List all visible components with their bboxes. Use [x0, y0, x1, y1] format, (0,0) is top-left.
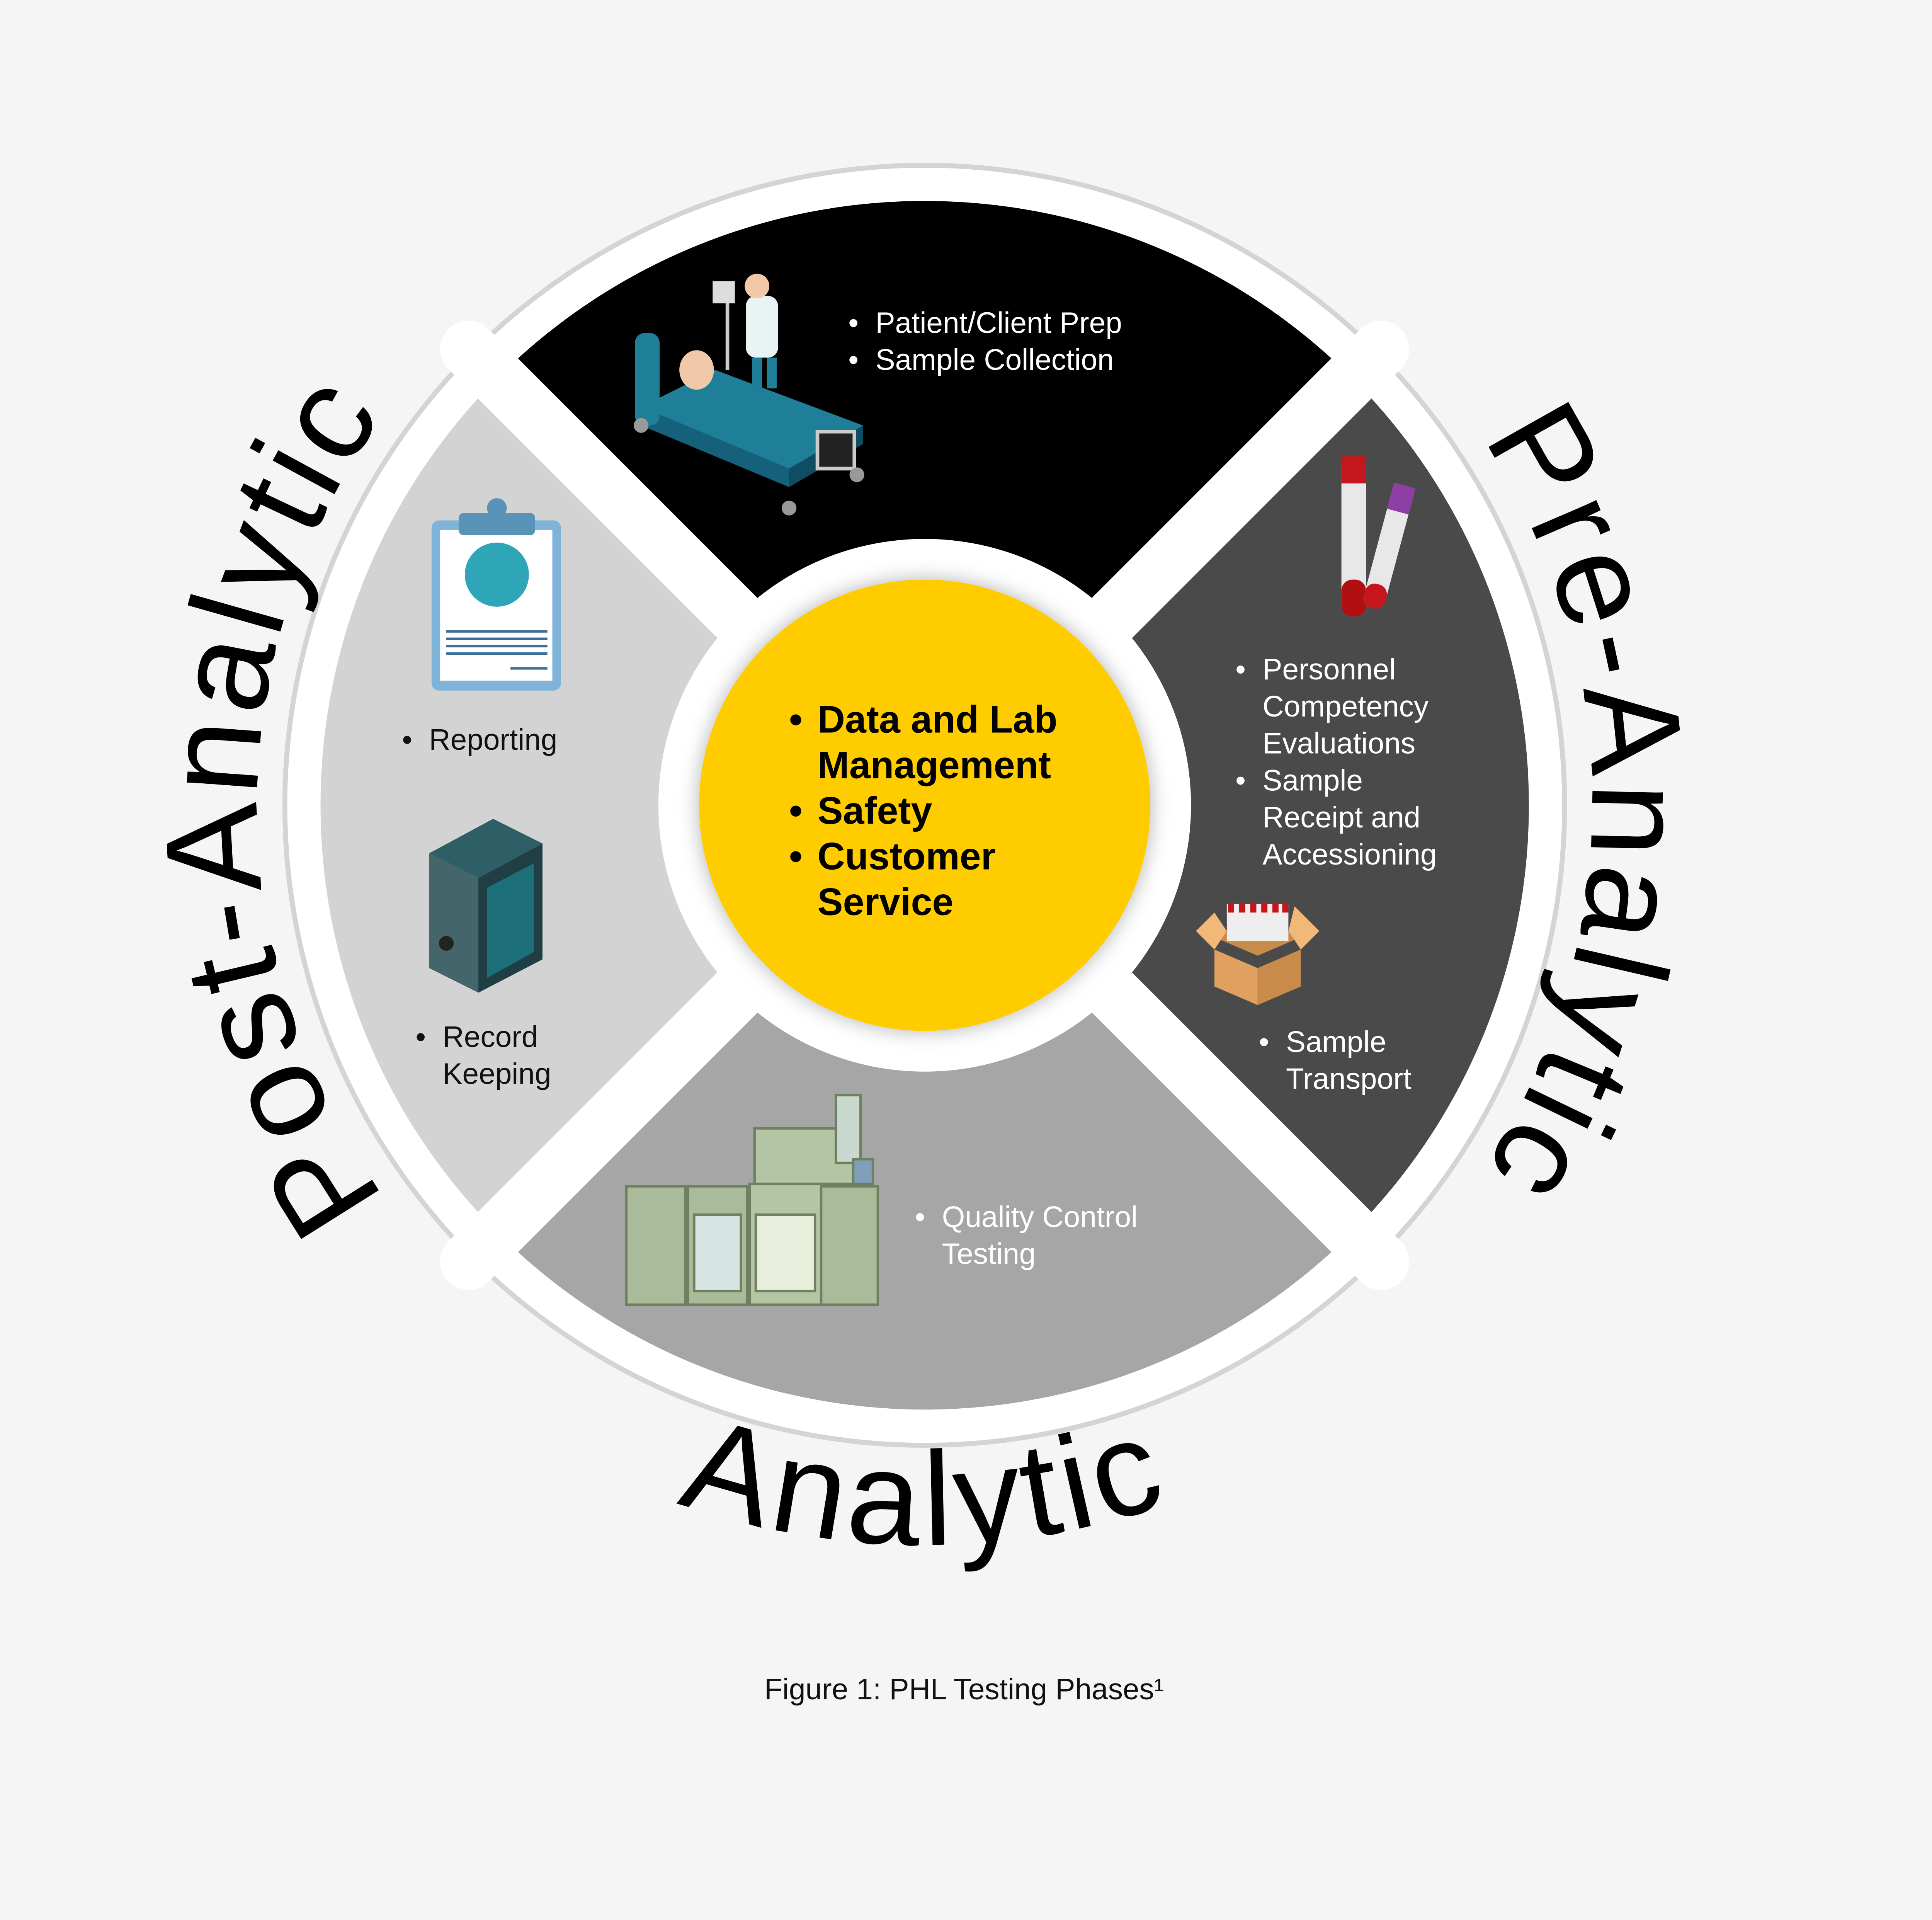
svg-text:•: •	[415, 1021, 426, 1054]
segment-top-pre-analytic	[497, 201, 1352, 618]
center-item: Safety	[818, 789, 932, 832]
list-item: Patient/Client Prep	[875, 307, 1122, 340]
segment-left-post-analytic	[320, 378, 738, 1233]
center-circle	[699, 579, 1151, 1031]
clipboard-report-icon	[431, 498, 561, 691]
list-item: Keeping	[443, 1058, 551, 1091]
right-list: • Personnel Competency Evaluations • Sampl…	[1235, 653, 1437, 1095]
hospital-bed-icon	[634, 274, 864, 516]
center-item: Management	[818, 743, 1051, 786]
list-item: Transport	[1286, 1062, 1412, 1095]
svg-text:•: •	[789, 835, 803, 878]
center-item: Service	[818, 880, 954, 923]
svg-text:•: •	[1259, 1026, 1269, 1059]
list-item: Accessioning	[1262, 838, 1437, 871]
svg-text:•: •	[915, 1201, 925, 1234]
list-item: Personnel	[1262, 653, 1396, 686]
list-item: Quality Control	[942, 1201, 1138, 1234]
server-icon	[429, 819, 543, 993]
list-item: Sample Collection	[875, 344, 1114, 376]
svg-text:•: •	[402, 723, 412, 756]
list-item: Record	[443, 1021, 538, 1054]
list-item: Testing	[942, 1238, 1036, 1271]
svg-text:•: •	[789, 789, 803, 832]
list-item: Sample	[1262, 764, 1363, 797]
center-item: Data and Lab	[818, 698, 1058, 740]
sample-box-icon	[1196, 902, 1320, 1005]
list-item: Evaluations	[1262, 727, 1415, 760]
lab-analyzer-icon	[625, 1094, 879, 1306]
list-item: Receipt and	[1262, 801, 1420, 834]
testing-phases-diagram: • Data and Lab Management • Safety • Custom…	[136, 163, 1708, 1706]
figure-caption: Figure 1: PHL Testing Phases¹	[764, 1673, 1164, 1706]
center-item: Customer	[818, 835, 996, 878]
list-item: Reporting	[429, 723, 557, 756]
list-item: Competency	[1262, 690, 1429, 723]
svg-text:•: •	[848, 307, 859, 340]
svg-text:•: •	[848, 344, 859, 376]
svg-text:•: •	[1235, 653, 1246, 686]
svg-text:•: •	[789, 698, 803, 740]
test-tubes-icon	[1341, 456, 1416, 617]
list-item: Sample	[1286, 1026, 1386, 1059]
svg-text:•: •	[1235, 764, 1246, 797]
segment-right-pre-analytic	[1112, 378, 1529, 1233]
center-list: • Data and Lab Management • Safety • Custom…	[789, 698, 1057, 923]
